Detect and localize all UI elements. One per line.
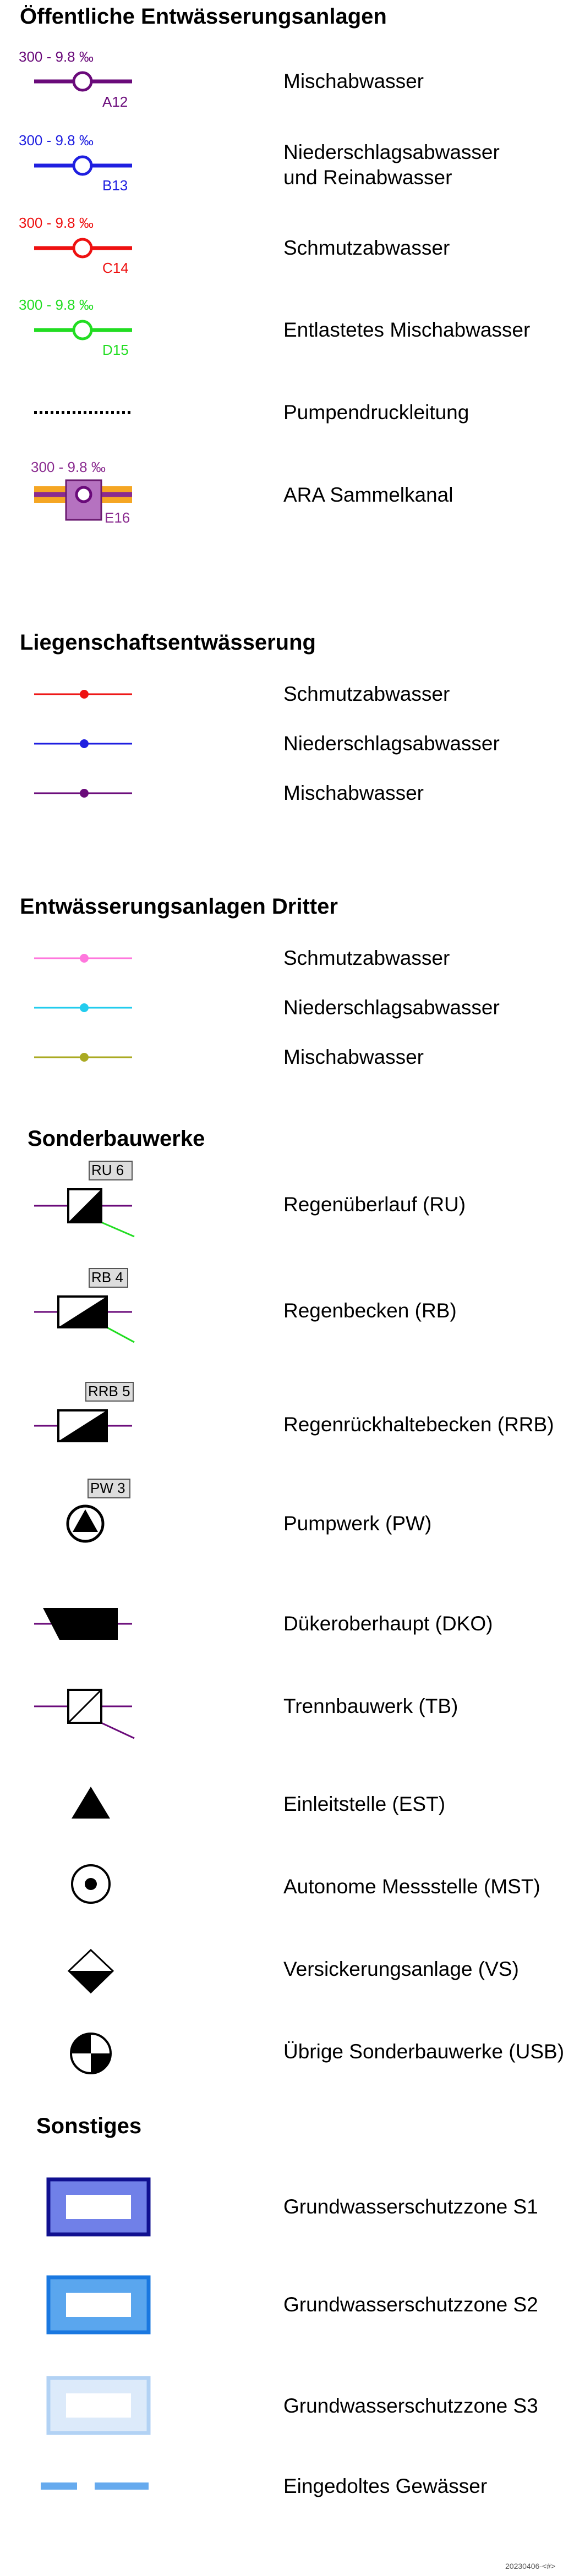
- niederschlagsabwasser-pipe-symbol: [34, 155, 132, 176]
- legend-label: Mischabwasser: [283, 1046, 424, 1068]
- duekeroberhaupt-symbol: [34, 1608, 132, 1640]
- third-schmutz-symbol: [34, 954, 132, 963]
- legend-label: Mischabwasser: [283, 782, 424, 804]
- legend-label: Grundwasserschutzzone S1: [283, 2195, 538, 2218]
- section-heading-third: Entwässerungsanlagen Dritter: [20, 894, 338, 919]
- gradient-label: 300 - 9.8 ‰: [19, 132, 94, 149]
- legend-label: Schmutzabwasser: [283, 237, 450, 259]
- legend-label: Schmutzabwasser: [283, 683, 450, 705]
- uebrige-sonderbauwerke-symbol: [70, 2033, 112, 2074]
- legend-label: Einleitstelle (EST): [283, 1793, 446, 1815]
- structure-tag: RB 4: [91, 1269, 123, 1286]
- regenbecken-symbol: [34, 1268, 135, 1343]
- legend-label: Entlastetes Mischabwasser: [283, 318, 531, 341]
- versickerungsanlage-symbol: [67, 1948, 114, 1994]
- legend-label: Niederschlagsabwasser: [283, 141, 500, 163]
- legend-label: Pumpwerk (PW): [283, 1512, 432, 1535]
- legend-label: Regenrückhaltebecken (RRB): [283, 1413, 554, 1436]
- legend-label: Mischabwasser: [283, 70, 424, 92]
- entlastetes-mischabwasser-pipe-symbol: [34, 320, 132, 340]
- legend-label: Pumpendruckleitung: [283, 401, 469, 424]
- gradient-label: 300 - 9.8 ‰: [19, 296, 94, 313]
- regenrueckhaltebecken-symbol: [34, 1382, 134, 1442]
- property-schmutz-symbol: [34, 690, 132, 699]
- gradient-label: 300 - 9.8 ‰: [31, 459, 106, 475]
- property-misch-symbol: [34, 789, 132, 798]
- legend-label: Eingedoltes Gewässer: [283, 2475, 488, 2497]
- legend-label: Regenbecken (RB): [283, 1299, 457, 1322]
- zone-s2-symbol: [46, 2275, 151, 2335]
- legend-label: Grundwasserschutzzone S2: [283, 2293, 538, 2316]
- gradient-label: 300 - 9.8 ‰: [19, 48, 94, 65]
- structure-tag: PW 3: [90, 1480, 125, 1496]
- legend-label: Autonome Messstelle (MST): [283, 1875, 540, 1898]
- property-niederschlag-symbol: [34, 739, 132, 748]
- legend-label-line2: und Reinabwasser: [283, 166, 452, 189]
- legend-label: ARA Sammelkanal: [283, 484, 453, 506]
- zone-s3-symbol: [46, 2376, 151, 2435]
- einleitstelle-symbol: [72, 1787, 110, 1819]
- trennbauwerk-symbol: [34, 1689, 135, 1739]
- structure-tag: RU 6: [91, 1162, 124, 1178]
- legend-label: Versickerungsanlage (VS): [283, 1958, 519, 1980]
- third-misch-symbol: [34, 1053, 132, 1062]
- version-footer: 20230406-<#>: [505, 2562, 556, 2570]
- regenueberlauf-symbol: [34, 1161, 135, 1238]
- gradient-label: 300 - 9.8 ‰: [19, 215, 94, 231]
- zone-s1-symbol: [46, 2177, 151, 2237]
- pipe-code-label: E16: [105, 509, 130, 526]
- pumpwerk-symbol: [66, 1479, 130, 1543]
- section-heading-property: Liegenschaftsentwässerung: [20, 630, 316, 655]
- legend-label: Niederschlagsabwasser: [283, 996, 500, 1019]
- section-heading-public: Öffentliche Entwässerungsanlagen: [20, 4, 387, 29]
- legend-label: Schmutzabwasser: [283, 947, 450, 969]
- schmutzabwasser-pipe-symbol: [34, 238, 132, 259]
- legend-label: Regenüberlauf (RU): [283, 1193, 466, 1216]
- structure-tag: RRB 5: [88, 1383, 130, 1399]
- legend-label: Grundwasserschutzzone S3: [283, 2394, 538, 2417]
- ara-sammelkanal-symbol: [34, 479, 132, 521]
- pipe-code-label: C14: [102, 260, 129, 276]
- legend-label: Niederschlagsabwasser: [283, 732, 500, 755]
- legend-label: Übrige Sonderbauwerke (USB): [283, 2040, 563, 2063]
- section-heading-other: Sonstiges: [36, 2114, 142, 2138]
- eingedoltes-gewaesser-symbol: [41, 2482, 149, 2490]
- pipe-code-label: B13: [102, 177, 128, 194]
- mischabwasser-pipe-symbol: [34, 71, 132, 92]
- pipe-code-label: A12: [102, 94, 128, 110]
- section-heading-special: Sonderbauwerke: [28, 1127, 205, 1151]
- third-niederschlag-symbol: [34, 1003, 132, 1012]
- legend-label: Dükeroberhaupt (DKO): [283, 1612, 493, 1635]
- legend-label: Trennbauwerk (TB): [283, 1695, 458, 1717]
- pipe-code-label: D15: [102, 342, 129, 358]
- autonome-messstelle-symbol: [71, 1864, 111, 1904]
